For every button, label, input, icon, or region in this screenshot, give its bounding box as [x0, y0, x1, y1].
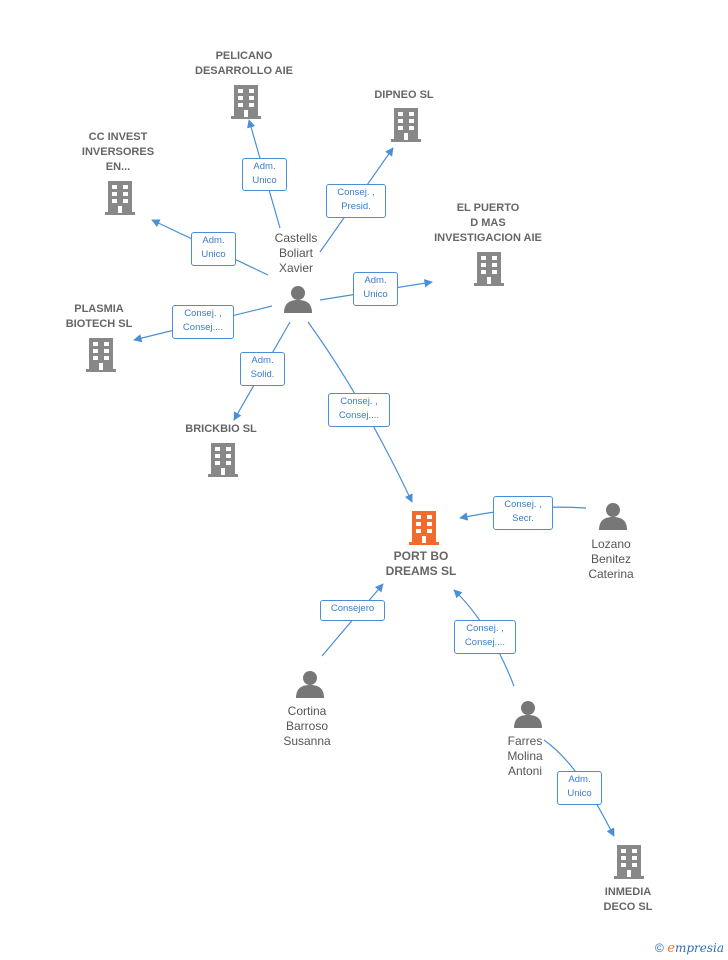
brand-footer: © empresia	[655, 941, 724, 956]
relation-castells-brickbio[interactable]: Adm. Solid.	[240, 352, 285, 386]
company-label-pelicano[interactable]: PELICANO DESARROLLO AIE	[195, 50, 293, 77]
building-icon-plasmia[interactable]	[86, 338, 116, 372]
company-label-portbo[interactable]: PORT BO DREAMS SL	[385, 549, 457, 578]
relation-castells-dipneo[interactable]: Consej. , Presid.	[326, 184, 386, 218]
company-label-ccinvest[interactable]: CC INVEST INVERSORES EN...	[81, 131, 155, 173]
company-label-inmedia[interactable]: INMEDIA DECO SL	[603, 886, 653, 913]
company-label-elpuerto[interactable]: EL PUERTO D MAS INVESTIGACION AIE	[434, 202, 542, 244]
person-label-lozano[interactable]: Lozano Benitez Caterina	[588, 537, 634, 581]
building-icon-pelicano[interactable]	[231, 85, 261, 119]
relation-castells-elpuerto[interactable]: Adm. Unico	[353, 272, 398, 306]
relation-castells-pelicano[interactable]: Adm. Unico	[242, 158, 287, 191]
relation-lozano-portbo[interactable]: Consej. , Secr.	[493, 496, 553, 530]
building-icon-dipneo[interactable]	[391, 108, 421, 142]
brand-logo-text: mpresia	[674, 941, 724, 955]
relation-castells-plasmia[interactable]: Consej. , Consej....	[172, 305, 234, 339]
person-icon-lozano[interactable]	[599, 503, 627, 530]
company-label-dipneo[interactable]: DIPNEO SL	[374, 89, 434, 101]
relation-castells-portbo[interactable]: Consej. , Consej....	[328, 393, 390, 427]
copyright-symbol: ©	[655, 941, 664, 955]
building-icon-ccinvest[interactable]	[105, 181, 135, 215]
brand-logo-initial: e	[667, 941, 675, 956]
person-icon-cortina[interactable]	[296, 671, 324, 698]
person-label-castells[interactable]: Castells Boliart Xavier	[274, 231, 318, 275]
person-label-cortina[interactable]: Cortina Barroso Susanna	[283, 704, 331, 748]
relation-cortina-portbo[interactable]: Consejero	[320, 600, 385, 621]
company-label-brickbio[interactable]: BRICKBIO SL	[185, 423, 257, 435]
relation-farres-inmedia[interactable]: Adm. Unico	[557, 771, 602, 805]
building-icon-elpuerto[interactable]	[474, 252, 504, 286]
person-icon-castells[interactable]	[284, 286, 312, 313]
building-icon-brickbio[interactable]	[208, 443, 238, 477]
relation-farres-portbo[interactable]: Consej. , Consej....	[454, 620, 516, 654]
building-icon-inmedia[interactable]	[614, 845, 644, 879]
company-label-plasmia[interactable]: PLASMIA BIOTECH SL	[65, 303, 133, 330]
relation-castells-ccinvest[interactable]: Adm. Unico	[191, 232, 236, 266]
person-label-farres[interactable]: Farres Molina Antoni	[507, 734, 543, 778]
person-icon-farres[interactable]	[514, 701, 542, 728]
building-icon-portbo[interactable]	[409, 511, 439, 545]
